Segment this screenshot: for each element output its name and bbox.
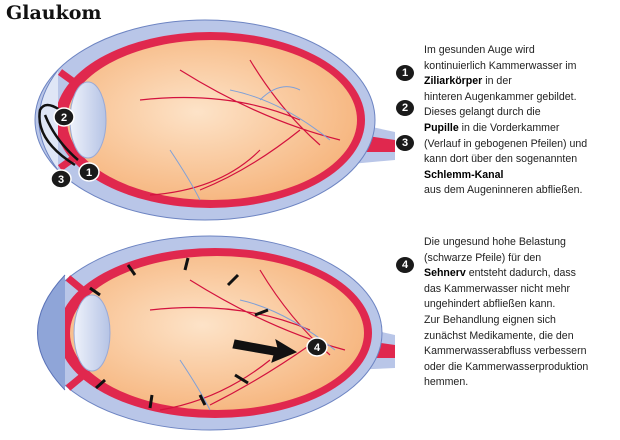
svg-text:1: 1: [86, 167, 92, 179]
text-line: hinteren Augenkammer gebildet.: [424, 90, 587, 106]
text-segment: Dieses gelangt durch die: [424, 106, 541, 119]
text-segment: entsteht dadurch, dass: [465, 267, 576, 280]
legend-badge-2: 2: [396, 100, 414, 116]
text-line: das Kammerwasser nicht mehr: [424, 282, 588, 298]
highlighted-term: Sehnerv: [424, 267, 466, 280]
text-segment: hinteren Augenkammer gebildet.: [424, 90, 577, 103]
lens: [73, 294, 111, 372]
text-line: Ziliarkörper in der: [424, 74, 587, 90]
text-line: Die ungesund hohe Belastung: [424, 235, 588, 251]
glaucoma-description: Die ungesund hohe Belastung (schwarze Pfe…: [424, 235, 588, 391]
text-segment: oder die Kammerwasserproduktion: [424, 360, 589, 373]
text-segment: das Kammerwasser nicht mehr: [424, 282, 571, 295]
text-line: Schlemm-Kanal: [424, 168, 587, 184]
cornea: [37, 274, 66, 391]
text-line: kontinuierlich Kammerwasser im: [424, 59, 587, 75]
text-line: Sehnerv entsteht dadurch, dass: [424, 266, 588, 282]
text-line: Dieses gelangt durch die: [424, 105, 587, 121]
text-line: (schwarze Pfeile) für den: [424, 251, 588, 267]
text-segment: Zur Behandlung eignen sich: [424, 313, 556, 326]
highlighted-term: Ziliarkörper: [424, 75, 483, 88]
text-line: hemmen.: [424, 375, 588, 391]
svg-text:3: 3: [58, 174, 64, 186]
text-line: aus dem Augeninneren abfließen.: [424, 183, 587, 199]
text-line: zunächst Medikamente, die den: [424, 329, 588, 345]
text-line: oder die Kammerwasserproduktion: [424, 360, 588, 376]
text-segment: in der: [482, 75, 512, 88]
healthy-eye-description: Im gesunden Auge wird kontinuierlich Kamm…: [424, 43, 587, 199]
text-segment: (schwarze Pfeile) für den: [424, 251, 542, 264]
text-line: Zur Behandlung eignen sich: [424, 313, 588, 329]
text-segment: (Verlauf in gebogenen Pfeilen) und: [424, 137, 588, 150]
aqueous-flow-arrows: [38, 103, 79, 167]
glaucoma-eye: [37, 235, 395, 431]
page-title: Glaukom: [6, 2, 102, 24]
highlighted-term: Schlemm-Kanal: [424, 168, 504, 181]
text-segment: aus dem Augeninneren abfließen.: [424, 184, 583, 197]
text-segment: Im gesunden Auge wird: [424, 44, 535, 56]
diagram-badge-4: 4: [306, 337, 328, 357]
text-segment: hemmen.: [424, 376, 469, 389]
legend-badge-3: 3: [396, 135, 414, 151]
text-segment: kontinuierlich Kammerwasser im: [424, 59, 577, 72]
text-segment: in die Vorderkammer: [458, 121, 560, 134]
lens: [69, 81, 107, 159]
blood-vessels: [139, 59, 341, 196]
legend-badge-4: 4: [396, 257, 414, 273]
text-segment: Kammerwasserabfluss verbessern: [424, 345, 587, 358]
diagram-badge-3: 3: [50, 169, 72, 189]
text-line: ungehindert abfließen kann.: [424, 297, 588, 313]
pressure-arrows: [89, 257, 298, 409]
text-segment: kann dort über den sogenannten: [424, 153, 578, 166]
text-line: Im gesunden Auge wird: [424, 43, 587, 59]
svg-text:4: 4: [314, 342, 321, 354]
text-line: kann dort über den sogenannten: [424, 152, 587, 168]
optic-nerve-pressure-arrow: [232, 338, 298, 363]
text-line: Kammerwasserabfluss verbessern: [424, 344, 588, 360]
text-line: Pupille in die Vorderkammer: [424, 121, 587, 137]
diagram-badge-1: 1: [78, 162, 100, 182]
text-segment: zunächst Medikamente, die den: [424, 329, 574, 342]
legend-badge-1: 1: [396, 65, 414, 81]
diagram-badge-2: 2: [53, 107, 75, 127]
highlighted-term: Pupille: [424, 121, 459, 134]
healthy-eye: [34, 19, 395, 221]
text-segment: ungehindert abfließen kann.: [424, 298, 556, 311]
text-segment: Die ungesund hohe Belastung: [424, 236, 566, 248]
vitreous-body: [67, 40, 357, 200]
svg-text:2: 2: [61, 112, 67, 124]
text-line: (Verlauf in gebogenen Pfeilen) und: [424, 137, 587, 153]
